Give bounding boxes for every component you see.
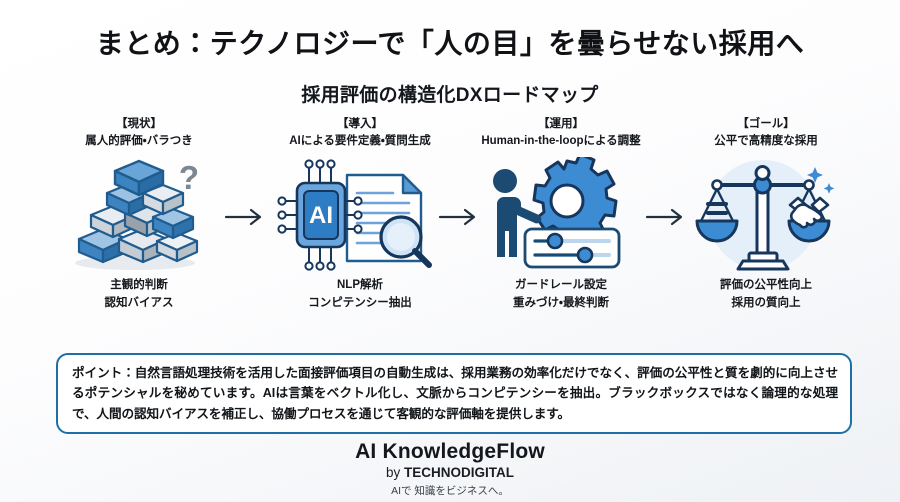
equals-sign [706, 202, 728, 216]
step-2-description: AIによる要件定義・質問生成 [289, 134, 431, 147]
arrow-step2-to-step3 [438, 206, 482, 228]
page-title: まとめ：テクノロジーで「人の目」を曇らせない採用へ [95, 28, 805, 59]
step-4-foot-line1: 評価の公平性向上 [720, 279, 812, 292]
step-4-heading: 【ゴール】 公平で高精度な採用 [660, 116, 872, 149]
sparkle-icon [807, 167, 835, 195]
step-3-foot-line2: 重みづけ・最終判断 [513, 296, 609, 309]
arrow-step1-to-step2 [224, 206, 268, 228]
step-2-foot-line1: NLP解析 [337, 279, 383, 292]
step-goal: 【ゴール】 公平で高精度な採用 [660, 116, 872, 312]
step-1-icon-box: ? [33, 157, 245, 275]
arrow-step3-to-step4 [645, 206, 689, 228]
step-2-icon-box: AI [254, 157, 466, 275]
step-1-description: 属人的評価・バラつき [85, 134, 193, 147]
gear-shape [532, 157, 618, 244]
step-4-foot-line2: 採用の質向上 [731, 296, 801, 309]
step-current-state: 【現状】 属人的評価・バラつき [33, 116, 245, 312]
arrow-right-icon [224, 208, 262, 226]
point-callout-text: ポイント：自然言語処理技術を活用した面接評価項目の自動生成は、採用業務の効率化だ… [72, 366, 838, 421]
brand-byline: by TECHNODIGITAL [0, 465, 900, 480]
step-1-tag: 【現状】 [116, 118, 162, 130]
step-1-heading: 【現状】 属人的評価・バラつき [33, 116, 245, 149]
step-4-tag: 【ゴール】 [737, 118, 795, 130]
step-2-tag: 【導入】 [337, 118, 383, 130]
step-2-footer: NLP解析 コンピテンシー抽出 [254, 277, 466, 312]
step-4-description: 公平で高精度な採用 [714, 134, 818, 147]
sliders-panel [523, 227, 621, 269]
person-gear-sliders-icon [493, 157, 621, 269]
byline-prefix: by [385, 465, 404, 480]
point-callout-box: ポイント：自然言語処理技術を活用した面接評価項目の自動生成は、採用業務の効率化だ… [56, 353, 852, 435]
arrow-right-icon [438, 208, 476, 226]
step-introduction: 【導入】 AIによる要件定義・質問生成 [254, 116, 466, 312]
stacked-cubes-question-icon: ? [75, 159, 199, 271]
balance-scale-handshake-icon [695, 160, 835, 271]
person-shape [493, 169, 542, 258]
step-1-foot-line2: 認知バイアス [104, 296, 174, 309]
step-3-heading: 【運用】 Human-in-the-loopによる調整 [455, 116, 667, 149]
byline-company: TECHNODIGITAL [404, 465, 514, 480]
ai-chip-document-magnifier-icon: AI [277, 159, 432, 271]
step-1-foot-line1: 主観的判断 [110, 279, 168, 292]
roadmap-steps: 【現状】 属人的評価・バラつき [0, 116, 900, 331]
step-3-icon-box [455, 157, 667, 275]
step-4-icon-box [660, 157, 872, 275]
magnifier-shape [379, 215, 432, 269]
step-3-foot-line1: ガードレール設定 [515, 279, 607, 292]
step-2-heading: 【導入】 AIによる要件定義・質問生成 [254, 116, 466, 149]
step-4-footer: 評価の公平性向上 採用の質向上 [660, 277, 872, 312]
svg-text:?: ? [179, 159, 199, 196]
ai-chip-label: AI [309, 202, 333, 229]
page-subtitle: 採用評価の構造化DXロードマップ [301, 85, 599, 106]
step-1-footer: 主観的判断 認知バイアス [33, 277, 245, 312]
brand-name: AI KnowledgeFlow [355, 440, 545, 463]
handshake-shape [788, 197, 830, 229]
step-3-tag: 【運用】 [538, 118, 584, 130]
arrow-right-icon [645, 208, 683, 226]
step-3-footer: ガードレール設定 重みづけ・最終判断 [455, 277, 667, 312]
step-operation: 【運用】 Human-in-the-loopによる調整 [455, 116, 667, 312]
step-3-description: Human-in-the-loopによる調整 [481, 134, 641, 147]
footer: AI KnowledgeFlow by TECHNODIGITAL AIで 知識… [0, 440, 900, 498]
brand-tagline: AIで 知識をビジネスへ。 [391, 485, 509, 497]
step-2-foot-line2: コンピテンシー抽出 [308, 296, 412, 309]
